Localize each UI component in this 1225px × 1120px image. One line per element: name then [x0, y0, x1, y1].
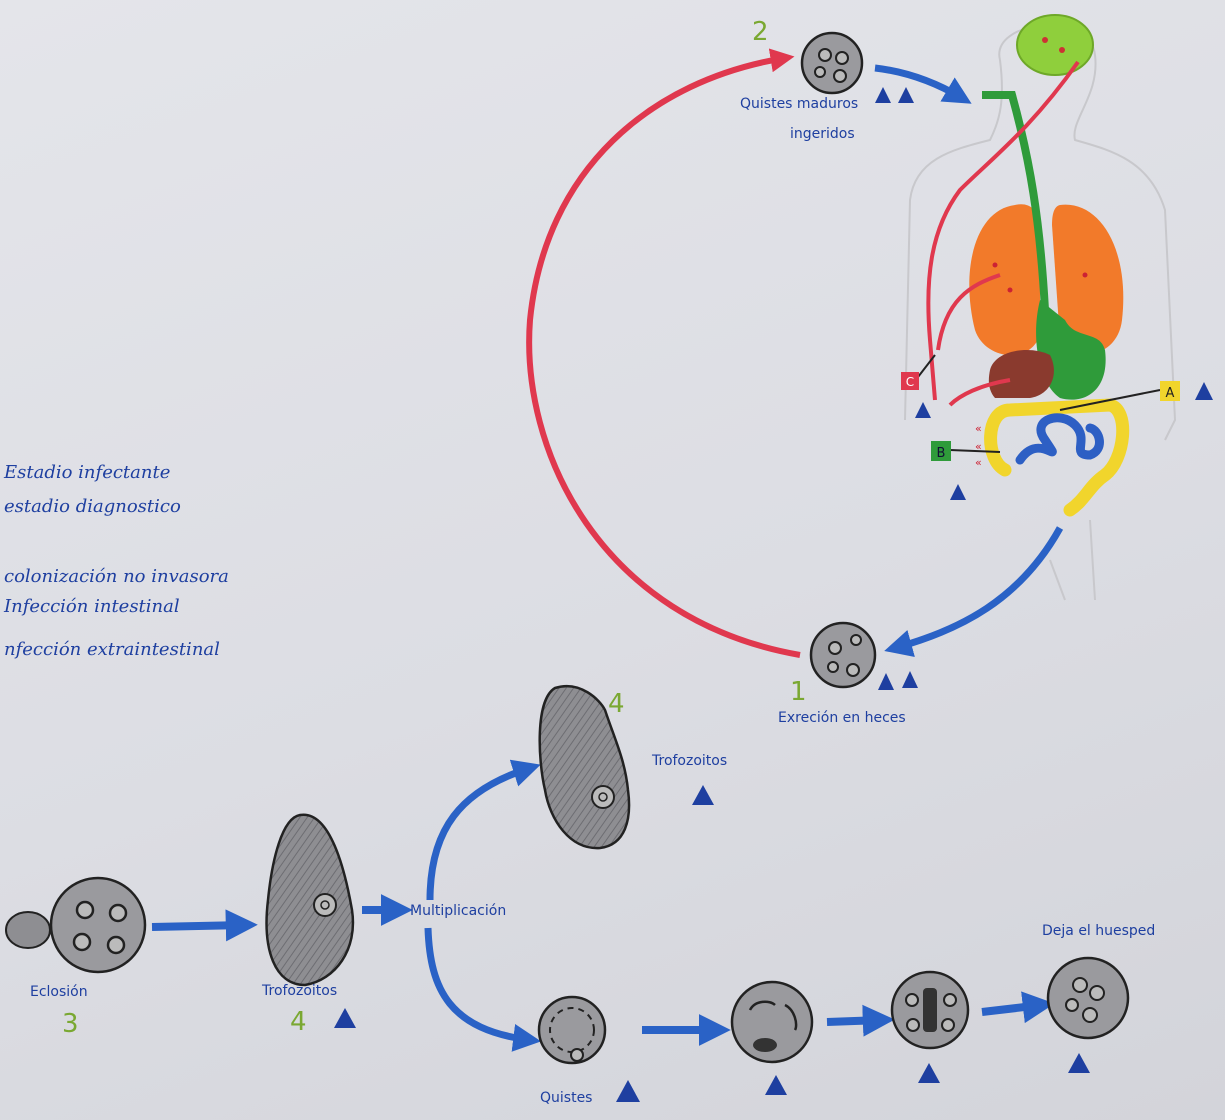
troph-stage-number: 4 [290, 1007, 307, 1037]
diagnostic-icon [1068, 1053, 1090, 1073]
arrow-ingestion [875, 68, 962, 98]
legend: Estadio infectante estadio diagnostico c… [3, 462, 229, 660]
human-body: « « « [905, 15, 1175, 600]
cyst-stage-2 [732, 982, 812, 1062]
left-lung [969, 204, 1040, 355]
legend-intestinal-infection: Infección intestinal [3, 596, 180, 617]
troph2-label: Trofozoitos [651, 753, 727, 769]
leaves-host-label: Deja el huesped [1042, 923, 1155, 939]
cysts-label: Quistes [540, 1090, 592, 1106]
marker-a: A [1160, 381, 1180, 401]
diagnostic-icon [875, 87, 914, 103]
diagnostic-icon [915, 402, 931, 418]
arrow-cyst-3-to-4 [982, 1005, 1042, 1012]
legend-noninvasive-colonization: colonización no invasora [4, 566, 229, 587]
arrow-hatch-to-troph [152, 925, 245, 927]
troph-label: Trofozoitos [261, 983, 337, 999]
marker-c: C [901, 372, 919, 390]
hatch-label: Eclosión [30, 984, 88, 1000]
cyst-stage-3 [892, 972, 968, 1048]
cyst-stage-4 [1048, 958, 1128, 1038]
hatching-cyst [6, 878, 145, 972]
marker-b-label: B [937, 446, 946, 461]
hatch-stage-number: 3 [62, 1009, 79, 1039]
ingested-cyst [802, 33, 862, 93]
arrow-to-trophozoites [430, 768, 530, 900]
multiplication-label: Multiplicación [410, 903, 506, 919]
red-transmission-arrow [529, 58, 800, 655]
brain [1017, 15, 1093, 75]
trophozoite [267, 815, 353, 985]
excreted-cyst [811, 623, 875, 687]
arrow-excretion [895, 528, 1060, 648]
diagnostic-icon [918, 1063, 940, 1083]
arrow-to-cysts [428, 928, 530, 1040]
marker-b: B [931, 441, 951, 461]
ingested-label-line2: ingeridos [790, 126, 855, 142]
excreted-stage-number: 1 [790, 677, 807, 707]
marker-c-label: C [906, 375, 914, 389]
legend-infective-stage: Estadio infectante [3, 462, 170, 483]
svg-text:«: « [975, 440, 982, 453]
svg-text:«: « [975, 456, 982, 469]
ingested-label-line1: Quistes maduros [740, 96, 858, 112]
cyst-stage-1 [539, 997, 605, 1063]
arrow-cyst-2-to-3 [827, 1020, 882, 1022]
legend-extraintestinal-infection: nfección extraintestinal [4, 639, 220, 660]
ingested-stage-number: 2 [752, 17, 769, 47]
diagnostic-icon [616, 1080, 640, 1102]
small-intestine [1020, 418, 1099, 460]
diagnostic-icon [1195, 382, 1213, 400]
diagnostic-icon [950, 484, 966, 500]
diagnostic-icon [692, 785, 714, 805]
diagnostic-icon [765, 1075, 787, 1095]
excreted-label: Exreción en heces [778, 710, 906, 726]
marker-a-label: A [1166, 386, 1175, 401]
diagnostic-icon [334, 1008, 356, 1028]
legend-diagnostic-stage: estadio diagnostico [4, 496, 181, 517]
diagnostic-icon [878, 671, 918, 690]
liver [989, 350, 1054, 398]
troph2-stage-number: 4 [608, 689, 625, 719]
svg-text:«: « [975, 422, 982, 435]
